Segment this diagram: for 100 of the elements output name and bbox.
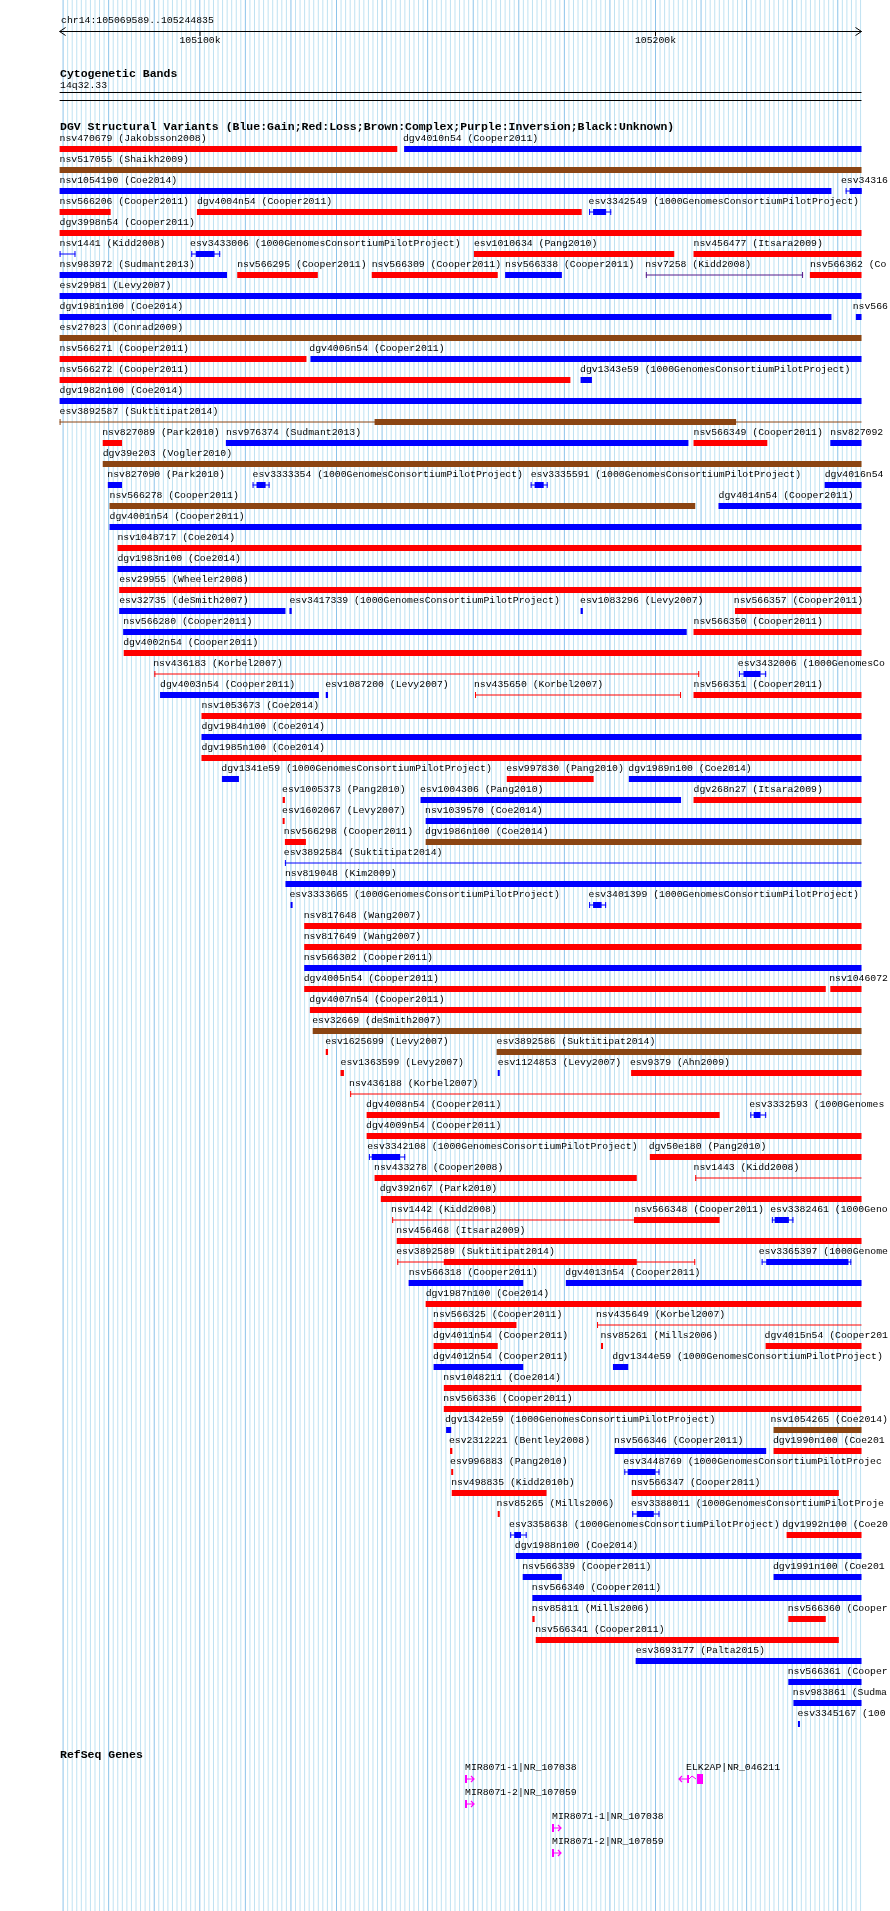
variant-label: dgv1341e59 (1000GenomesConsortiumPilotProject) bbox=[221, 764, 492, 774]
variant-label: nsv1053673 (Coe2014) bbox=[201, 701, 320, 711]
variant-label: dgv4014n54 (Cooper2011) bbox=[718, 491, 854, 501]
variant-label: esv1083296 (Levy2007) bbox=[580, 596, 704, 606]
region-label: chr14:105069589..105244835 bbox=[61, 16, 214, 26]
variant-label: esv1625699 (Levy2007) bbox=[325, 1037, 449, 1047]
variant-label: nsv1046072 bbox=[829, 974, 888, 984]
variant-label: esv9379 (Ahn2009) bbox=[629, 1058, 730, 1068]
variant-label: esv1602067 (Levy2007) bbox=[282, 806, 406, 816]
variant-label: nsv566295 (Cooper2011) bbox=[237, 260, 367, 270]
gene-label: ELK2AP|NR_046211 bbox=[686, 1763, 781, 1773]
variant-label: nsv566 bbox=[852, 302, 888, 312]
variant-label: esv1363599 (Levy2007) bbox=[340, 1058, 464, 1068]
variant-label: dgv1988n100 (Coe2014) bbox=[514, 1541, 639, 1551]
gene-label: MIR8071-1|NR_107038 bbox=[552, 1812, 664, 1822]
variant-label: dgv1344e59 (1000GenomesConsortiumPilotProject) bbox=[612, 1352, 883, 1362]
variant-label: esv3388011 (1000GenomesConsortiumPilotProje bbox=[631, 1499, 884, 1509]
variant-label: dgv268n27 (Itsara2009) bbox=[693, 785, 823, 795]
variant-label: nsv983972 (Sudmant2013) bbox=[59, 260, 195, 270]
variant-label: dgv1989n100 (Coe2014) bbox=[628, 764, 752, 774]
variant-label: esv3382461 (1000Geno bbox=[770, 1205, 888, 1215]
variant-label: dgv1985n100 (Coe2014) bbox=[201, 743, 325, 753]
variant-label: dgv4008n54 (Cooper2011) bbox=[366, 1100, 502, 1110]
variant-label: nsv566339 (Cooper2011) bbox=[522, 1562, 652, 1572]
variant-label: esv3401399 (1000GenomesConsortiumPilotProject) bbox=[588, 890, 859, 900]
variant-label: nsv566280 (Cooper2011) bbox=[123, 617, 253, 627]
variant-label: nsv817649 (Wang2007) bbox=[303, 932, 422, 942]
variant-label: esv1005373 (Pang2010) bbox=[282, 785, 406, 795]
variant-label: nsv456468 (Itsara2009) bbox=[396, 1226, 526, 1236]
variant-label: nsv433278 (Cooper2008) bbox=[374, 1163, 504, 1173]
variant-label: nsv566340 (Cooper2011) bbox=[531, 1583, 662, 1593]
variant-label: esv29955 (Wheeler2008) bbox=[119, 575, 249, 585]
variant-label: nsv436188 (Korbel2007) bbox=[349, 1079, 479, 1089]
variant-label: nsv566336 (Cooper2011) bbox=[443, 1394, 573, 1404]
variant-label: nsv566347 (Cooper2011) bbox=[631, 1478, 761, 1488]
variant-label: dgv392n67 (Park2010) bbox=[379, 1184, 498, 1194]
variant-label: nsv1054190 (Coe2014) bbox=[59, 176, 178, 186]
variant-label: esv3433006 (1000GenomesConsortiumPilotProject) bbox=[190, 239, 461, 249]
gene-label: MIR8071-1|NR_107038 bbox=[465, 1763, 577, 1773]
variant-label: esv996883 (Pang2010) bbox=[450, 1457, 568, 1467]
variant-label: nsv566309 (Cooper2011) bbox=[371, 260, 502, 270]
variant-label: esv3417339 (1000GenomesConsortiumPilotProject) bbox=[289, 596, 560, 606]
variant-label: nsv566348 (Cooper2011) bbox=[634, 1205, 764, 1215]
variant-label: dgv1991n100 (Coe201 bbox=[773, 1562, 885, 1572]
variant-label: dgv4005n54 (Cooper2011) bbox=[303, 974, 439, 984]
variant-label: nsv498835 (Kidd2010b) bbox=[451, 1478, 575, 1488]
variant-label: esv3365397 (1000Genome bbox=[758, 1247, 888, 1257]
variant-label: nsv566341 (Cooper2011) bbox=[535, 1625, 665, 1635]
variant-label: nsv566206 (Cooper2011) bbox=[59, 197, 189, 207]
variant-label: nsv566298 (Cooper2011) bbox=[283, 827, 414, 837]
variant-label: nsv435649 (Korbel2007) bbox=[595, 1310, 726, 1320]
variant-label: nsv1048717 (Coe2014) bbox=[117, 533, 236, 543]
gene-label: MIR8071-2|NR_107059 bbox=[552, 1837, 664, 1847]
variant-label: nsv85811 (Mills2006) bbox=[531, 1604, 650, 1614]
variant-label: dgv4015n54 (Cooper201 bbox=[764, 1331, 888, 1341]
variant-label: nsv819048 (Kim2009) bbox=[284, 869, 397, 879]
variant-label: dgv1987n100 (Coe2014) bbox=[425, 1289, 550, 1299]
variant-label: nsv817648 (Wang2007) bbox=[303, 911, 422, 921]
variant-label: dgv1990n100 (Coe201 bbox=[773, 1436, 885, 1446]
variant-label: nsv436183 (Korbel2007) bbox=[153, 659, 283, 669]
variant-label: nsv85265 (Mills2006) bbox=[496, 1499, 615, 1509]
variant-label: nsv7258 (Kidd2008) bbox=[645, 260, 752, 270]
variant-label: dgv4013n54 (Cooper2011) bbox=[565, 1268, 701, 1278]
variant-label: nsv566271 (Cooper2011) bbox=[59, 344, 189, 354]
variant-label: esv1087200 (Levy2007) bbox=[325, 680, 449, 690]
variant-label: nsv566272 (Cooper2011) bbox=[59, 365, 189, 375]
variant-label: dgv1982n100 (Coe2014) bbox=[59, 386, 184, 396]
track-title: RefSeq Genes bbox=[60, 1749, 143, 1761]
variant-label: nsv517055 (Shaikh2009) bbox=[59, 155, 189, 165]
variant-label: esv3448769 (1000GenomesConsortiumPilotProjec bbox=[623, 1457, 882, 1467]
variant-label: dgv50e180 (Pang2010) bbox=[648, 1142, 767, 1152]
variant-label: dgv1992n100 (Coe20 bbox=[782, 1520, 888, 1530]
variant-label: nsv827089 (Park2010) bbox=[102, 428, 220, 438]
variant-label: nsv566278 (Cooper2011) bbox=[109, 491, 239, 501]
variant-label: dgv39e203 (Vogler2010) bbox=[102, 449, 233, 459]
variant-label: esv3342549 (1000GenomesConsortiumPilotProject) bbox=[588, 197, 859, 207]
variant-label: nsv566302 (Cooper2011) bbox=[303, 953, 433, 963]
variant-label: esv29981 (Levy2007) bbox=[59, 281, 172, 291]
variant-label: esv3892586 (Suktitipat2014) bbox=[496, 1037, 656, 1047]
variant-label: dgv4016n54 bbox=[824, 470, 884, 480]
variant-label: dgv4003n54 (Cooper2011) bbox=[160, 680, 296, 690]
variant-label: esv32669 (deSmith2007) bbox=[312, 1016, 442, 1026]
variant-label: dgv4002n54 (Cooper2011) bbox=[123, 638, 259, 648]
variant-label: esv1124853 (Levy2007) bbox=[497, 1058, 622, 1068]
variant-label: nsv566338 (Cooper2011) bbox=[505, 260, 635, 270]
variant-label: nsv566349 (Cooper2011) bbox=[693, 428, 823, 438]
variant-label: esv3342108 (1000GenomesConsortiumPilotProject) bbox=[367, 1142, 638, 1152]
band-label: 14q32.33 bbox=[60, 81, 108, 91]
variant-label: dgv1981n100 (Coe2014) bbox=[59, 302, 184, 312]
variant-label: dgv4011n54 (Cooper2011) bbox=[433, 1331, 569, 1341]
variant-label: esv32735 (deSmith2007) bbox=[119, 596, 249, 606]
variant-label: dgv4001n54 (Cooper2011) bbox=[109, 512, 245, 522]
variant-label: esv3333354 (1000GenomesConsortiumPilotProject) bbox=[252, 470, 523, 480]
variant-label: dgv4012n54 (Cooper2011) bbox=[433, 1352, 569, 1362]
variant-label: esv27023 (Conrad2009) bbox=[59, 323, 184, 333]
variant-label: esv3332593 (1000Genomes bbox=[749, 1100, 885, 1110]
variant-label: nsv1048211 (Coe2014) bbox=[443, 1373, 561, 1383]
variant-label: nsv566351 (Cooper2011) bbox=[693, 680, 823, 690]
gene-label: MIR8071-2|NR_107059 bbox=[465, 1788, 577, 1798]
variant-label: nsv1039570 (Coe2014) bbox=[425, 806, 543, 816]
